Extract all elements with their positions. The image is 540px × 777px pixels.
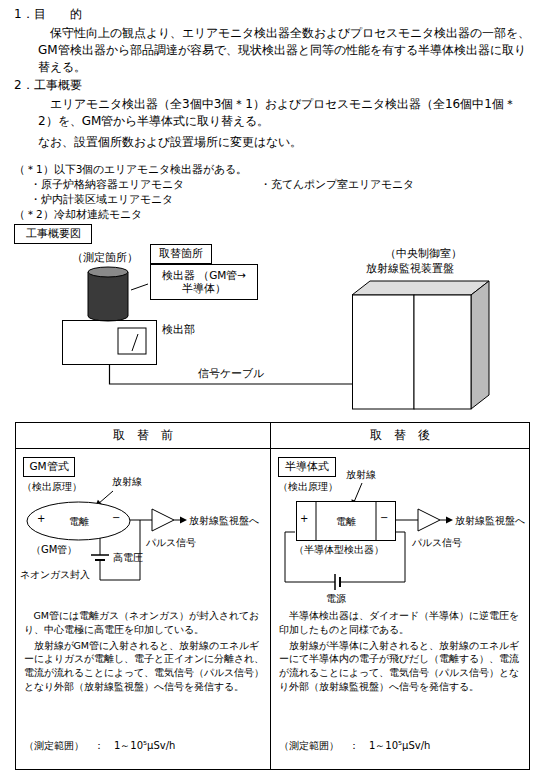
text-label: パルス信号 xyxy=(412,536,462,549)
signal-wire xyxy=(395,520,418,521)
text-label: （＊1）以下3個のエリアモニタ検出器がある。 xyxy=(14,162,247,177)
type-box: GM管式 xyxy=(23,457,75,477)
text-label: + xyxy=(37,512,45,526)
description-text: 半導体検出器は、ダイオード（半導体）に逆電圧を印加したものと同様である。 xyxy=(279,609,523,637)
text-label: パルス信号 xyxy=(146,536,196,549)
panel-front xyxy=(353,295,415,409)
box-label: 取 替 前 xyxy=(113,428,173,443)
arrow-head xyxy=(446,517,453,524)
box-label: 取替箇所 xyxy=(159,247,203,260)
panel-front xyxy=(414,295,471,409)
detector-caption: （GM管） xyxy=(31,543,77,557)
signal-wire xyxy=(130,520,152,521)
cell-text: 半導体検出器は、ダイオード（半導体）に逆電圧を印加したものと同様である。放射線が… xyxy=(279,609,523,696)
panel-cabinet xyxy=(352,280,490,410)
description-text: 放射線がGM管に入射されると、放射線のエネルギーによりガスが電離し、電子と正イオ… xyxy=(24,639,264,694)
meter-needle xyxy=(132,334,138,351)
text-label: （検出原理） xyxy=(22,480,82,494)
text-label: なお、設置個所数および設置場所に変更はない。 xyxy=(38,134,302,151)
radiation-arrow xyxy=(354,483,362,502)
amplifier-symbol xyxy=(152,509,174,531)
detector-unit: 検出部 xyxy=(62,320,157,365)
meter-face xyxy=(118,328,146,354)
signal-wire xyxy=(174,520,181,521)
text-label: ・充てんポンプ室エリアモニタ xyxy=(260,177,414,192)
text-label: 電源 xyxy=(326,592,346,606)
battery-symbol xyxy=(334,574,336,590)
box-label: 工事概要図 xyxy=(26,227,81,241)
meter-symbol xyxy=(63,321,158,366)
battery-symbol xyxy=(91,554,109,556)
text-label: 放射線監視盤へ xyxy=(455,514,525,527)
text-label: エリアモニタ検出器（全3個中3個＊1）およびプロセスモニタ検出器（全16個中1個… xyxy=(38,96,530,130)
box-label: 取 替 後 xyxy=(370,428,430,443)
detector-cylinder xyxy=(88,272,128,321)
box-label: 半導体式 xyxy=(285,460,329,473)
electrode-line xyxy=(316,501,317,541)
text-label: 2．工事概要 xyxy=(14,77,82,94)
detector-outline xyxy=(297,502,396,541)
tube-outline xyxy=(27,502,130,540)
text-label: （＊2）冷却材連続モニタ xyxy=(14,207,142,222)
description-text: GM管には電離ガス（ネオンガス）が封入されており、中心電極に高電圧を印加している… xyxy=(24,609,264,637)
unit-label: 検出部 xyxy=(162,323,195,337)
cell-text: GM管には電離ガス（ネオンガス）が封入されており、中心電極に高電圧を印加している… xyxy=(24,609,264,696)
figure-title-box: 工事概要図 xyxy=(14,224,92,244)
cable-label: 信号ケーブル xyxy=(196,367,266,381)
monitor-panel: 放射線監視装置盤 xyxy=(352,280,490,410)
table-cell: 半導体検出器は、ダイオード（半導体）に逆電圧を印加したものと同様である。放射線が… xyxy=(270,448,530,770)
table-header: 取 替 前 xyxy=(15,422,271,449)
detector-caption: （半導体型検出器） xyxy=(294,543,384,557)
box-label: GM管式 xyxy=(29,460,68,473)
text-label: 放射線監視盤へ xyxy=(189,514,259,527)
text-label: − xyxy=(112,511,120,525)
leader-line xyxy=(131,284,148,290)
text-label: − xyxy=(380,511,388,525)
text-label: 1．目 的 xyxy=(14,6,82,23)
text-label: 保守性向上の観点より、エリアモニタ検出器全数およびプロセスモニタ検出器の一部を、… xyxy=(38,25,530,75)
amplifier-symbol xyxy=(418,509,440,531)
text-label: ・原子炉格納容器エリアモニタ xyxy=(30,177,184,192)
signal-wire xyxy=(440,520,447,521)
panel-label: 放射線監視装置盤 xyxy=(366,262,454,276)
text-label: 放射線 xyxy=(346,468,376,482)
panel-top xyxy=(352,281,489,295)
hv-wire xyxy=(100,538,101,555)
range-text: （測定範囲） ： 1～10⁵μSv/h xyxy=(279,739,430,753)
description-text: 放射線が半導体に入射されると、放射線のエネルギーにて半導体内の電子が飛びだし（電… xyxy=(279,639,523,694)
text-label: 放射線 xyxy=(112,475,142,489)
text-label: 高電圧 xyxy=(113,551,143,565)
panel-side xyxy=(471,281,489,409)
text-label: （測定箇所） xyxy=(72,250,138,265)
box-label: 検出器 （GM管→半導体） xyxy=(155,269,253,295)
text-label: ・炉内計装区域エリアモニタ xyxy=(30,192,173,207)
type-box: 半導体式 xyxy=(278,457,336,477)
signal-cable xyxy=(110,365,353,384)
table-cell: GM管には電離ガス（ネオンガス）が封入されており、中心電極に高電圧を印加している… xyxy=(15,448,271,770)
arrow-head xyxy=(180,517,187,524)
text-label: （中央制御室） xyxy=(385,246,462,261)
range-text: （測定範囲） ： 1～10⁵μSv/h xyxy=(24,739,175,753)
table-header: 取 替 後 xyxy=(270,422,530,449)
text-label: + xyxy=(300,512,308,526)
text-label: ネオンガス封入 xyxy=(20,568,90,582)
replace-tag-box: 取替箇所 xyxy=(150,244,212,264)
text-label: （検出原理） xyxy=(278,480,338,494)
electrode-line xyxy=(376,501,377,541)
detector-cylinder-top xyxy=(88,267,128,277)
radiation-arrow xyxy=(98,491,113,504)
detector-box: 検出器 （GM管→半導体） xyxy=(150,264,258,300)
